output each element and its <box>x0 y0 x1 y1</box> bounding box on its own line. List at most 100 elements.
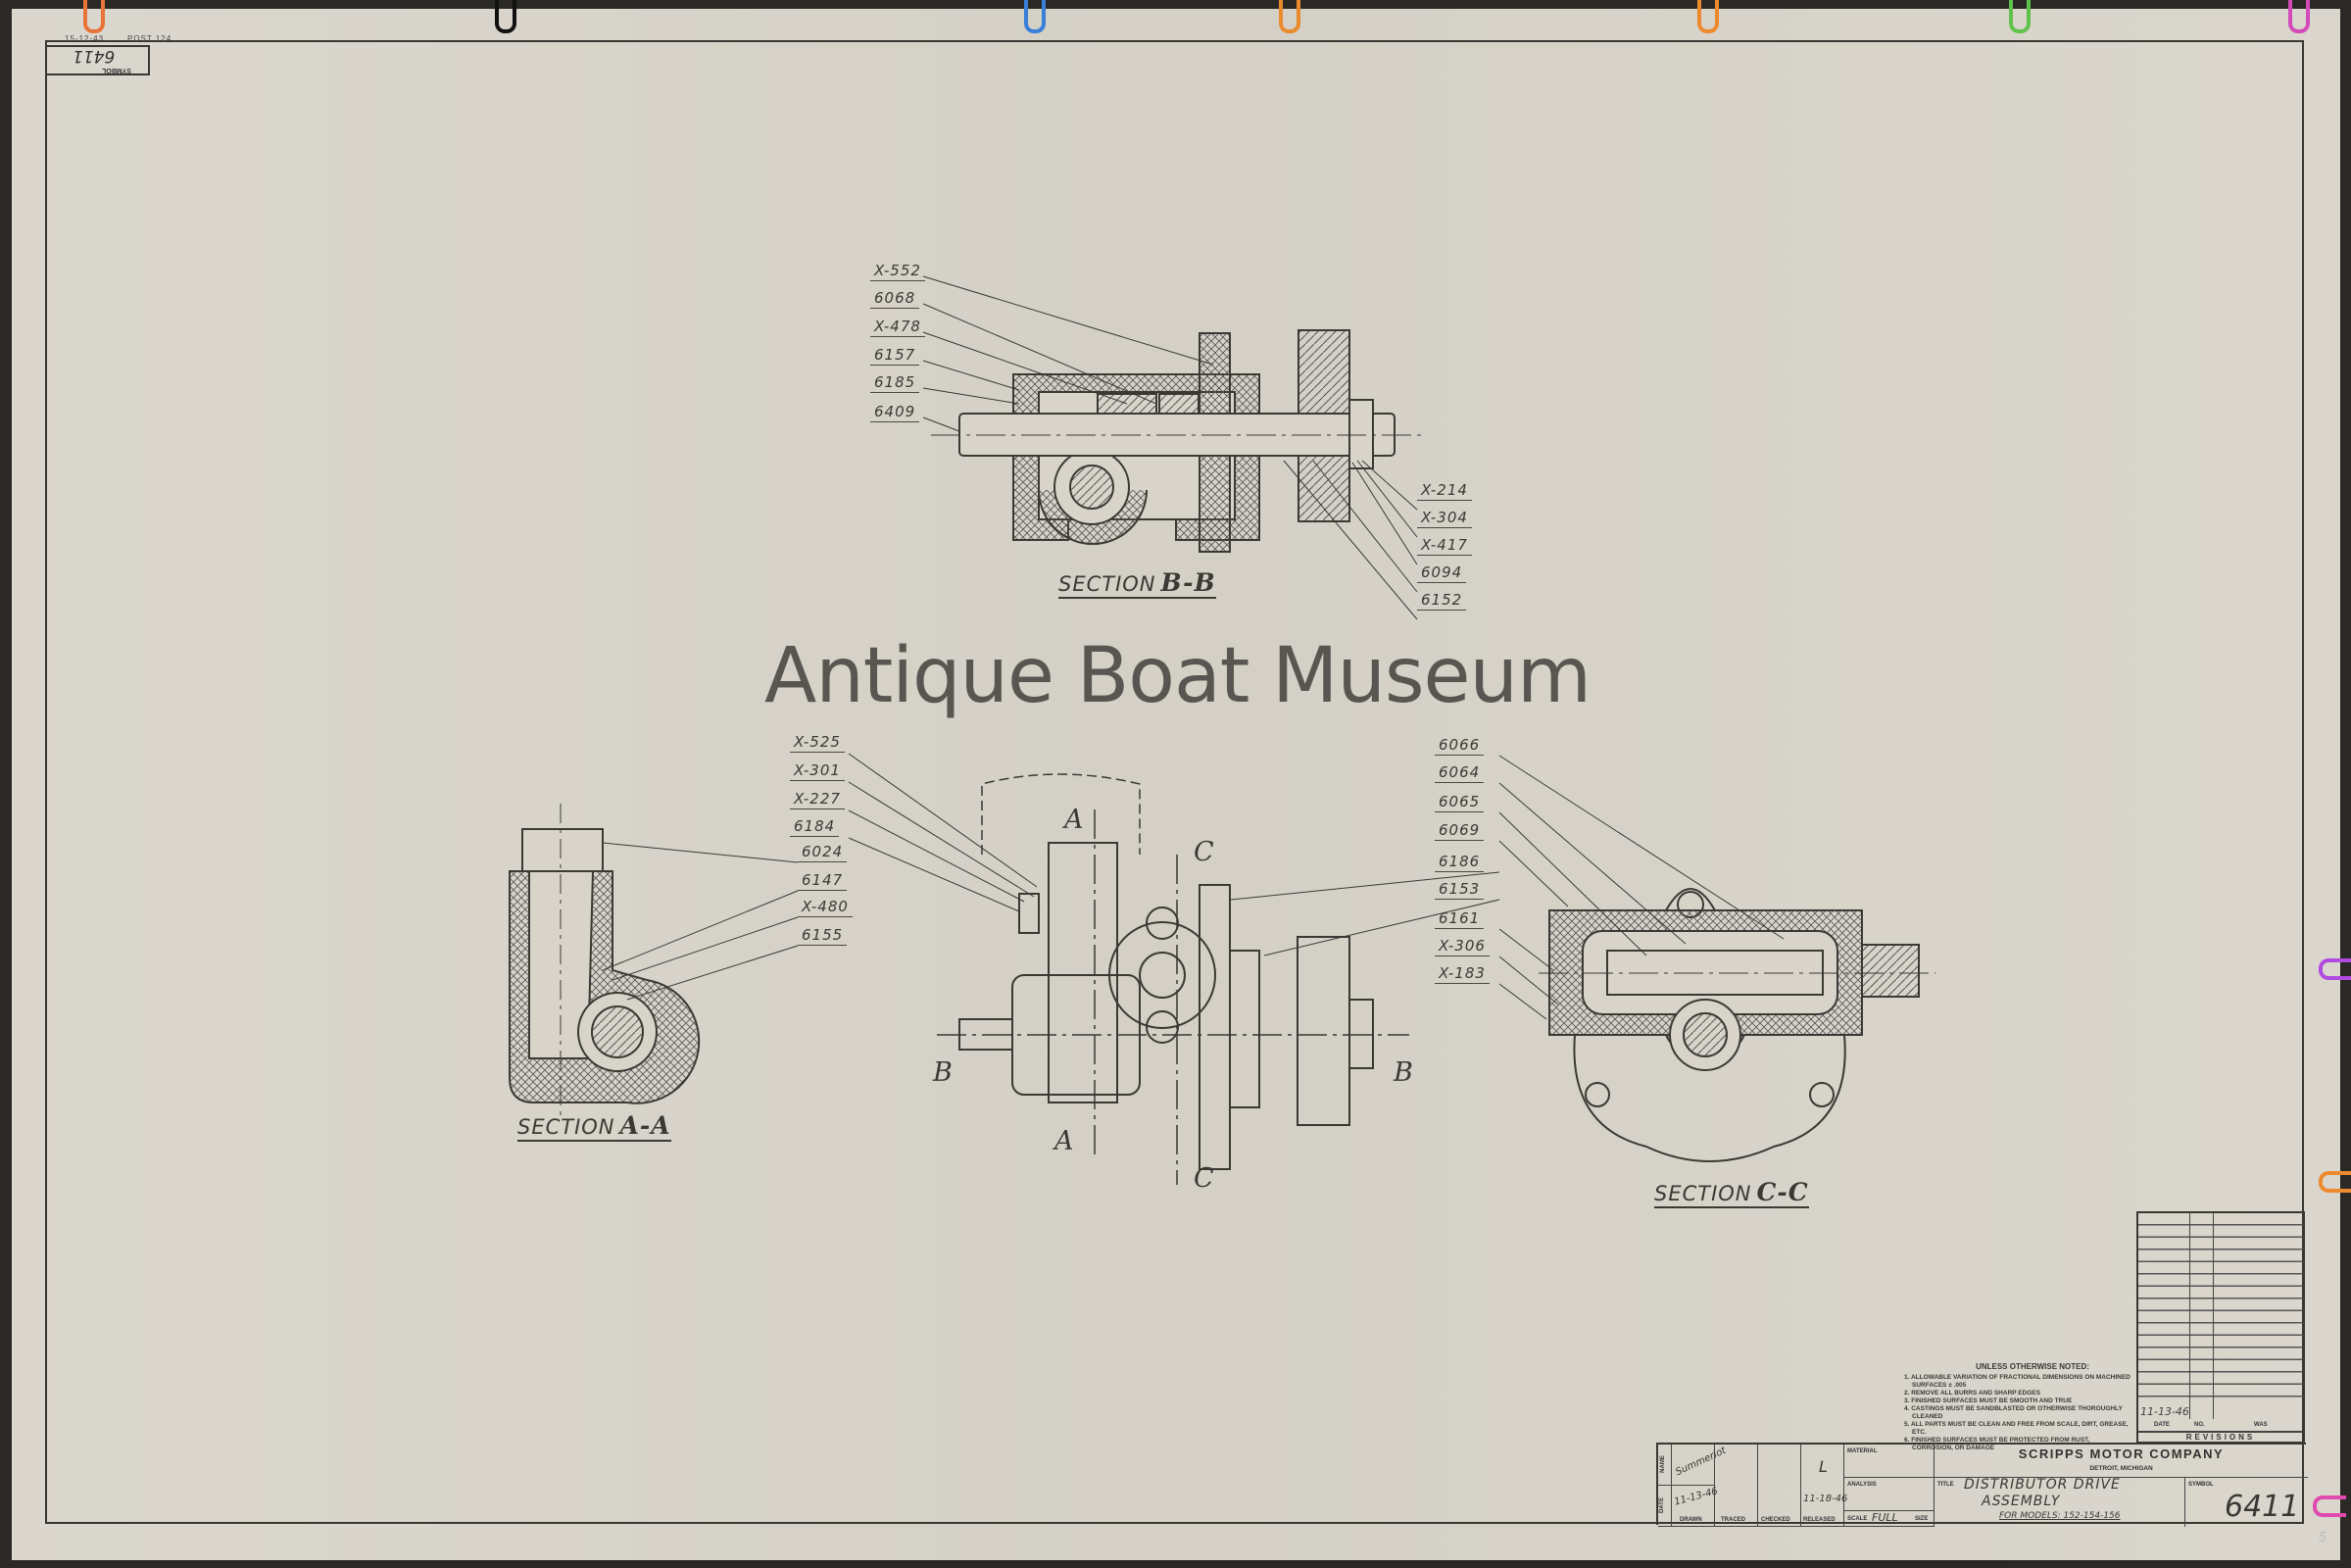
cell: SCRIPPS MOTOR COMPANY DETROIT, MICHIGAN <box>1935 1445 2308 1478</box>
part-label: 6147 <box>798 872 848 891</box>
part-label: X-417 <box>1417 537 1472 556</box>
row-name-label: NAME <box>1659 1455 1666 1473</box>
section-title-text: SECTION <box>1058 572 1156 596</box>
drawn-date: 11-13-46 <box>1673 1486 1720 1508</box>
section-title-letters: A-A <box>619 1111 671 1140</box>
part-label: 6064 <box>1435 764 1485 783</box>
size-label: SIZE <box>1915 1516 1929 1522</box>
divider <box>2189 1213 2190 1419</box>
paper-clip <box>2009 0 2031 33</box>
note-item: 6. FINISHED SURFACES MUST BE PROTECTED F… <box>1904 1437 2090 1451</box>
material-label: MATERIAL <box>1847 1448 1878 1454</box>
cut-mark-a: A <box>1064 805 1084 835</box>
part-label: X-227 <box>790 791 845 809</box>
notes-heading: UNLESS OTHERWISE NOTED: <box>1976 1362 2089 1371</box>
watermark: Antique Boat Museum <box>764 632 1592 720</box>
revisions-table: 11-13-46 DATE NO. WAS REVISIONS <box>2136 1211 2305 1444</box>
post-code: POST 124 <box>127 34 172 43</box>
part-label: 6066 <box>1435 737 1485 756</box>
paper-clip <box>2319 958 2351 980</box>
analysis-label: ANALYSIS <box>1847 1482 1877 1488</box>
part-label: X-306 <box>1435 938 1490 956</box>
cell: L 11-18-46 RELEASED <box>1801 1445 1847 1527</box>
col-was: WAS <box>2254 1422 2268 1428</box>
cut-mark-c: C <box>1194 837 1214 867</box>
cut-mark-b: B <box>933 1057 953 1088</box>
center-view-drawing <box>848 753 1409 1185</box>
revision-date: 11-13-46 <box>2140 1405 2189 1418</box>
col-date: DATE <box>2154 1422 2170 1428</box>
revisions-title: REVISIONS <box>2138 1431 2303 1443</box>
company-name: SCRIPPS MOTOR COMPANY <box>2018 1446 2225 1461</box>
cell: TRACED <box>1715 1445 1758 1527</box>
paper-clip <box>2288 0 2310 33</box>
part-label: X-480 <box>798 899 853 917</box>
part-label: 6186 <box>1435 854 1485 872</box>
drawing-border <box>45 40 2304 1524</box>
part-label: X-214 <box>1417 482 1472 501</box>
section-bb-drawing <box>922 275 1421 620</box>
section-cc-drawing <box>1230 755 1935 1162</box>
paper-clip <box>2313 1495 2346 1517</box>
note-item: 1. ALLOWABLE VARIATION OF FRACTIONAL DIM… <box>1904 1374 2131 1389</box>
part-label: 6155 <box>798 927 848 946</box>
part-label: X-301 <box>790 762 845 781</box>
drawing-title-line1: DISTRIBUTOR DRIVE <box>1964 1477 2121 1493</box>
paper-clip <box>495 0 516 33</box>
symbol-label: SYMBOL <box>2188 1482 2214 1488</box>
cell: CHECKED <box>1758 1445 1801 1527</box>
symbol-value: 6411 <box>2225 1490 2300 1524</box>
general-notes: UNLESS OTHERWISE NOTED: 1. ALLOWABLE VAR… <box>1904 1363 2131 1452</box>
col-released: RELEASED <box>1803 1517 1836 1523</box>
released-name: L <box>1819 1457 1828 1476</box>
cell: Summerlot <box>1672 1445 1728 1486</box>
drawing-sheet <box>12 9 2340 1560</box>
note-item: 4. CASTINGS MUST BE SANDBLASTED OR OTHER… <box>1904 1405 2123 1420</box>
revisions-grid <box>2138 1213 2303 1405</box>
cell: DATE <box>1658 1486 1672 1527</box>
cell: NAME <box>1658 1445 1672 1486</box>
part-label: X-304 <box>1417 510 1472 528</box>
part-label: 6153 <box>1435 881 1485 900</box>
part-label: 6409 <box>870 404 920 422</box>
part-label: X-478 <box>870 318 925 337</box>
drawing-title-line2: ASSEMBLY <box>1982 1494 2061 1509</box>
part-label: 6068 <box>870 290 920 309</box>
part-label: 6157 <box>870 347 920 366</box>
divider <box>2213 1213 2214 1419</box>
cut-mark-b: B <box>1394 1057 1413 1088</box>
note-item: 2. REMOVE ALL BURRS AND SHARP EDGES <box>1904 1390 2041 1396</box>
section-title-letters: C-C <box>1756 1178 1809 1206</box>
cut-mark-c: C <box>1194 1163 1214 1194</box>
title-label: TITLE <box>1937 1482 1954 1488</box>
cell: MATERIAL <box>1844 1445 1935 1478</box>
paper-clip <box>1279 0 1300 33</box>
paper-clip <box>2319 1171 2351 1193</box>
part-label: 6094 <box>1417 564 1467 583</box>
paper-clip <box>83 0 105 33</box>
part-label: X-525 <box>790 734 845 753</box>
part-label: X-183 <box>1435 965 1490 984</box>
col-traced: TRACED <box>1721 1517 1745 1523</box>
col-drawn: DRAWN <box>1680 1517 1702 1523</box>
part-label: 6069 <box>1435 822 1485 841</box>
part-label: 6065 <box>1435 794 1485 812</box>
col-checked: CHECKED <box>1761 1517 1790 1523</box>
note-item: 3. FINISHED SURFACES MUST BE SMOOTH AND … <box>1904 1397 2073 1404</box>
part-label: 6024 <box>798 844 848 862</box>
drawing-title-models: FOR MODELS: 152-154-156 <box>1999 1511 2121 1521</box>
cut-mark-a: A <box>1054 1126 1074 1156</box>
section-title-text: SECTION <box>1654 1182 1752 1205</box>
scale-value: FULL <box>1872 1511 1898 1524</box>
section-title-text: SECTION <box>517 1115 615 1139</box>
row-date-label: DATE <box>1658 1497 1665 1513</box>
corner-symbol-box: 6411 SYMBOL <box>45 45 150 75</box>
cell: SYMBOL 6411 <box>2185 1478 2308 1527</box>
part-label: 6161 <box>1435 910 1485 929</box>
company-location: DETROIT, MICHIGAN <box>2089 1465 2153 1472</box>
